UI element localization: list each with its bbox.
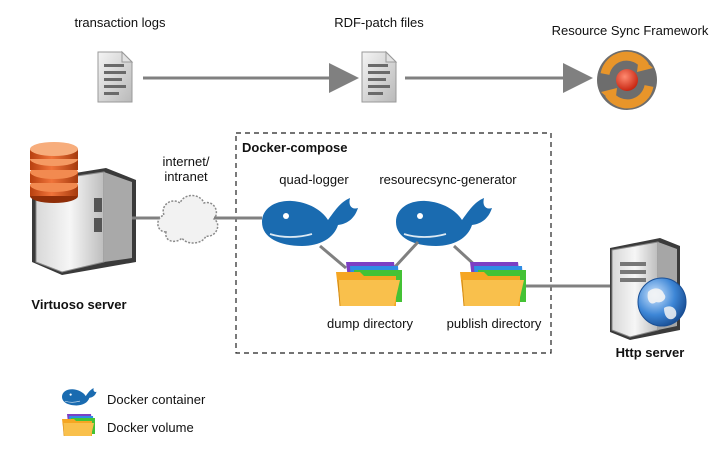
cloud-icon bbox=[157, 194, 219, 244]
docker-whale-icon bbox=[61, 387, 97, 406]
http-server-label: Http server bbox=[616, 345, 685, 360]
docker-whale-icon bbox=[395, 197, 493, 247]
docker-whale-icon bbox=[261, 197, 359, 247]
legend-volume-label: Docker volume bbox=[107, 420, 194, 435]
resource-sync-framework-label: Resource Sync Framework bbox=[552, 23, 709, 38]
resourcesync-generator-label: resourecsync-generator bbox=[379, 172, 517, 187]
rdf-patch-files-label: RDF-patch files bbox=[334, 15, 424, 30]
folder-volume-icon bbox=[61, 413, 96, 437]
internet-label-line1: internet/ bbox=[163, 154, 210, 169]
docker-compose-label: Docker-compose bbox=[242, 140, 347, 155]
docker-compose-boundary bbox=[235, 132, 552, 354]
dump-directory-label: dump directory bbox=[327, 316, 413, 331]
transaction-logs-label: transaction logs bbox=[74, 15, 166, 30]
virtuoso-server-label: Virtuoso server bbox=[31, 297, 126, 312]
legend-container-label: Docker container bbox=[107, 392, 206, 407]
web-server-globe-icon bbox=[610, 238, 687, 340]
quad-logger-label: quad-logger bbox=[279, 172, 349, 187]
document-icon bbox=[97, 51, 133, 103]
folder-volume-icon bbox=[459, 261, 527, 307]
link-dump-generator bbox=[392, 240, 420, 270]
resource-sync-icon bbox=[597, 50, 657, 110]
publish-directory-label: publish directory bbox=[447, 316, 542, 331]
link-quadlogger-dump bbox=[319, 244, 347, 270]
internet-label-line2: intranet bbox=[164, 169, 208, 184]
legend: Docker container Docker volume bbox=[61, 387, 206, 437]
folder-volume-icon bbox=[335, 261, 403, 307]
database-server-icon bbox=[30, 142, 136, 275]
document-icon bbox=[361, 51, 397, 103]
